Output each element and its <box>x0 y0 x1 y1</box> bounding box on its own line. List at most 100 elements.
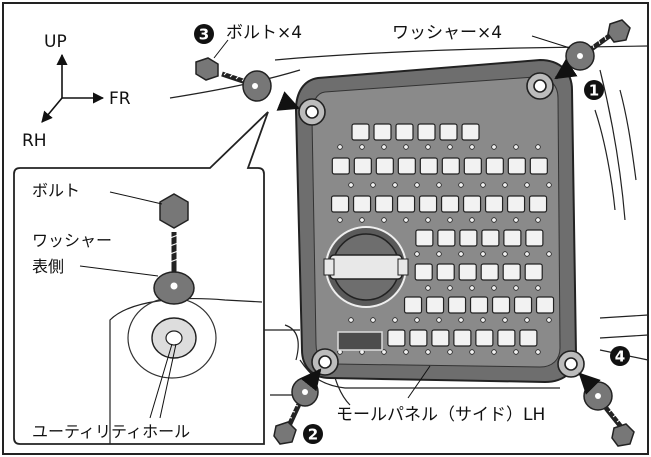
vent-hole <box>546 251 552 257</box>
vent-slot <box>403 296 423 314</box>
vent-hole <box>425 217 431 223</box>
vent-slot <box>475 329 494 347</box>
vent-hole <box>381 144 387 150</box>
bolt-count-leader <box>213 39 229 59</box>
vent-slot <box>396 195 416 213</box>
axis-indicator: UP FR RH <box>22 32 131 151</box>
vent-hole <box>502 182 508 188</box>
washer-count-label: ワッシャー×4 <box>392 23 502 43</box>
vent-slot <box>419 157 438 175</box>
vent-hole <box>403 349 409 355</box>
vent-hole <box>480 182 486 188</box>
vent-hole <box>469 144 475 150</box>
vent-hole <box>348 317 354 323</box>
vent-hole <box>381 349 387 355</box>
vent-slot <box>353 157 372 175</box>
bolt-2-assembly <box>273 368 322 445</box>
vent-hole <box>546 317 552 323</box>
bolt-count-label: ボルト×4 <box>226 23 302 43</box>
vent-hole <box>392 182 398 188</box>
vent-slot <box>425 296 445 314</box>
vent-hole <box>447 285 453 291</box>
vent-hole <box>436 317 442 323</box>
vent-hole <box>359 144 365 150</box>
vent-hole <box>337 217 343 223</box>
vent-slot <box>453 329 472 347</box>
bolt-4-assembly <box>578 372 635 447</box>
vent-slot <box>351 123 370 141</box>
vent-slot <box>418 195 438 213</box>
vent-hole <box>337 144 343 150</box>
panel-label-plate <box>337 331 383 351</box>
vent-slot <box>529 157 548 175</box>
vent-slot <box>395 123 414 141</box>
vent-slot <box>330 195 350 213</box>
vent-slot <box>481 229 500 247</box>
vent-hole <box>546 182 552 188</box>
vent-slot <box>484 195 504 213</box>
mall-panel-leader <box>407 365 431 399</box>
marker-4: 4 <box>610 346 630 366</box>
vent-hole <box>535 349 541 355</box>
mall-panel-label: モールパネル（サイド）LH <box>336 405 545 425</box>
washer-count-leader <box>531 35 571 49</box>
vent-slot <box>387 329 406 347</box>
marker-2: 2 <box>303 424 323 444</box>
vent-hole <box>447 144 453 150</box>
vent-hole <box>447 349 453 355</box>
vent-slot <box>439 123 458 141</box>
vent-hole <box>425 144 431 150</box>
svg-text:2: 2 <box>308 426 318 444</box>
vent-hole <box>535 217 541 223</box>
vent-slot <box>528 195 548 213</box>
detail-inset: ボルト ワッシャー 表側 ユーティリティホール <box>13 111 269 445</box>
vent-hole <box>436 251 442 257</box>
vent-slot <box>458 263 477 281</box>
vent-slot <box>374 195 394 213</box>
vent-hole <box>348 182 354 188</box>
vent-hole <box>491 217 497 223</box>
vent-slot <box>331 157 350 175</box>
vent-slot <box>440 195 460 213</box>
vent-hole <box>458 251 464 257</box>
vent-hole <box>535 144 541 150</box>
vent-slot <box>506 195 526 213</box>
vent-hole <box>370 317 376 323</box>
vent-hole <box>403 217 409 223</box>
vent-slot <box>431 329 450 347</box>
vent-hole <box>513 349 519 355</box>
vent-hole <box>513 217 519 223</box>
vent-slot <box>513 296 533 314</box>
vent-slot <box>463 157 482 175</box>
vent-hole <box>480 251 486 257</box>
vent-hole <box>414 182 420 188</box>
vent-slot <box>352 195 372 213</box>
vent-hole <box>502 251 508 257</box>
vent-hole <box>502 317 508 323</box>
vent-hole <box>425 285 431 291</box>
vent-slot <box>462 195 482 213</box>
svg-text:1: 1 <box>589 82 599 100</box>
inset-utility-hole-label: ユーティリティホール <box>32 422 190 441</box>
vent-hole <box>524 317 530 323</box>
vent-slot <box>469 296 489 314</box>
vent-slot <box>375 157 394 175</box>
vent-slot <box>497 329 516 347</box>
bolt-1-assembly <box>554 19 631 80</box>
vent-slot <box>409 329 428 347</box>
bolt-3-assembly <box>195 57 300 111</box>
vent-hole <box>524 251 530 257</box>
vent-hole <box>370 182 376 188</box>
vent-hole <box>458 182 464 188</box>
vent-hole <box>381 217 387 223</box>
vent-slot <box>524 263 543 281</box>
vent-slot <box>535 296 555 314</box>
vent-hole <box>359 217 365 223</box>
vent-slot <box>417 123 436 141</box>
vent-slot <box>507 157 526 175</box>
vent-hole <box>403 144 409 150</box>
vent-slot <box>461 123 480 141</box>
inset-washer-label: ワッシャー <box>32 231 112 250</box>
vent-slot <box>441 157 460 175</box>
